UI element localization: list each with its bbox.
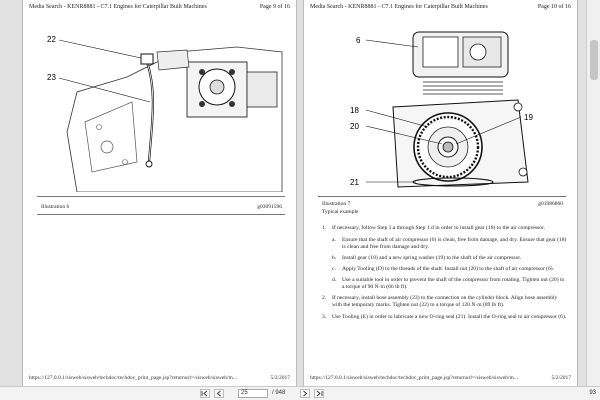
graphic-code: g01986860 xyxy=(538,201,563,207)
illustration-subcaption: Typical example xyxy=(322,209,359,215)
callout-19: 19 xyxy=(524,113,533,122)
previous-page-button[interactable] xyxy=(214,389,224,398)
step-number: 1. xyxy=(322,225,327,231)
illustration-caption: Illustration 6 xyxy=(41,204,70,210)
footer-url: https://127.0.0.1/sisweb/sisweb/techdoc/… xyxy=(310,375,518,381)
next-page-button[interactable] xyxy=(300,389,310,398)
step-number: a. xyxy=(332,237,336,243)
callout-22: 22 xyxy=(47,35,56,44)
step-text: Use a suitable tool in order to prevent … xyxy=(342,277,565,290)
step-1a: a. Ensure that the shaft of air compress… xyxy=(322,237,567,251)
callout-18: 18 xyxy=(350,106,359,115)
step-text: If necessary, install hose assembly (23)… xyxy=(332,295,558,308)
step-2: 2. If necessary, install hose assembly (… xyxy=(322,295,567,309)
arrow-right-icon xyxy=(303,390,308,397)
document-page-right: Media Search - KENR8881 - C7.1 Engines f… xyxy=(303,0,578,386)
viewer-toolbar: 25 / 948 93 xyxy=(0,386,600,400)
document-page-left: Media Search - KENR8881 - C7.1 Engines f… xyxy=(22,0,297,386)
step-text: Install gear (18) and a new spring washe… xyxy=(342,255,522,261)
callout-23: 23 xyxy=(47,73,56,82)
step-number: b. xyxy=(332,255,337,261)
step-1d: d. Use a suitable tool in order to preve… xyxy=(322,277,567,291)
step-1c: c. Apply Tooling (D) to the threads of t… xyxy=(322,266,567,273)
callout-6: 6 xyxy=(356,36,361,45)
last-page-button[interactable] xyxy=(314,389,324,398)
callout-20: 20 xyxy=(350,122,359,131)
caption-rule-top xyxy=(37,196,285,197)
step-1b: b. Install gear (18) and a new spring wa… xyxy=(322,255,567,262)
first-page-button[interactable] xyxy=(200,389,210,398)
page-total: / 948 xyxy=(272,390,286,396)
step-number: 2. xyxy=(322,295,327,301)
arrow-left-icon xyxy=(216,390,221,397)
illustration-caption: Illustration 7 xyxy=(322,201,351,207)
step-3: 3. Use Tooling (E) in order to lubricate… xyxy=(322,314,567,321)
vertical-scrollbar[interactable] xyxy=(586,0,600,386)
page-header: Media Search - KENR8881 - C7.1 Engines f… xyxy=(29,4,290,14)
step-number: d. xyxy=(332,277,337,283)
zoom-level[interactable]: 93 xyxy=(589,390,596,396)
step-text: Ensure that the shaft of air compressor … xyxy=(342,237,567,250)
caption-rule-top xyxy=(318,196,566,197)
illustration-6: 22 23 xyxy=(47,35,283,192)
step-text: Apply Tooling (D) to the threads of the … xyxy=(342,266,555,272)
step-text: If necessary, follow Step 1.a through St… xyxy=(332,225,545,231)
callout-21: 21 xyxy=(350,178,359,187)
scrollbar-thumb[interactable] xyxy=(590,40,598,80)
header-title: Media Search - KENR8881 - C7.1 Engines f… xyxy=(310,4,488,10)
step-number: 3. xyxy=(322,314,327,320)
last-page-icon xyxy=(316,390,323,397)
footer-date: 5/2/2017 xyxy=(551,375,571,381)
header-page-number: Page 10 of 16 xyxy=(537,4,571,10)
step-text: Use Tooling (E) in order to lubricate a … xyxy=(332,314,567,320)
header-title: Media Search - KENR8881 - C7.1 Engines f… xyxy=(29,4,207,10)
page-footer: https://127.0.0.1/sisweb/sisweb/techdoc/… xyxy=(29,375,290,383)
page-number-input[interactable]: 25 xyxy=(238,389,268,398)
page-footer: https://127.0.0.1/sisweb/sisweb/techdoc/… xyxy=(310,375,571,383)
caption-rule-bottom xyxy=(37,214,285,215)
procedure-steps: 1. If necessary, follow Step 1.a through… xyxy=(322,225,567,326)
page-header: Media Search - KENR8881 - C7.1 Engines f… xyxy=(310,4,571,14)
step-1: 1. If necessary, follow Step 1.a through… xyxy=(322,225,567,232)
footer-url: https://127.0.0.1/sisweb/sisweb/techdoc/… xyxy=(29,375,237,381)
graphic-code: g03091596 xyxy=(257,204,282,210)
footer-date: 5/2/2017 xyxy=(270,375,290,381)
step-number: c. xyxy=(332,266,336,272)
header-page-number: Page 9 of 16 xyxy=(259,4,290,10)
first-page-icon xyxy=(201,390,208,397)
illustration-7: 6 18 20 19 21 xyxy=(350,31,533,188)
